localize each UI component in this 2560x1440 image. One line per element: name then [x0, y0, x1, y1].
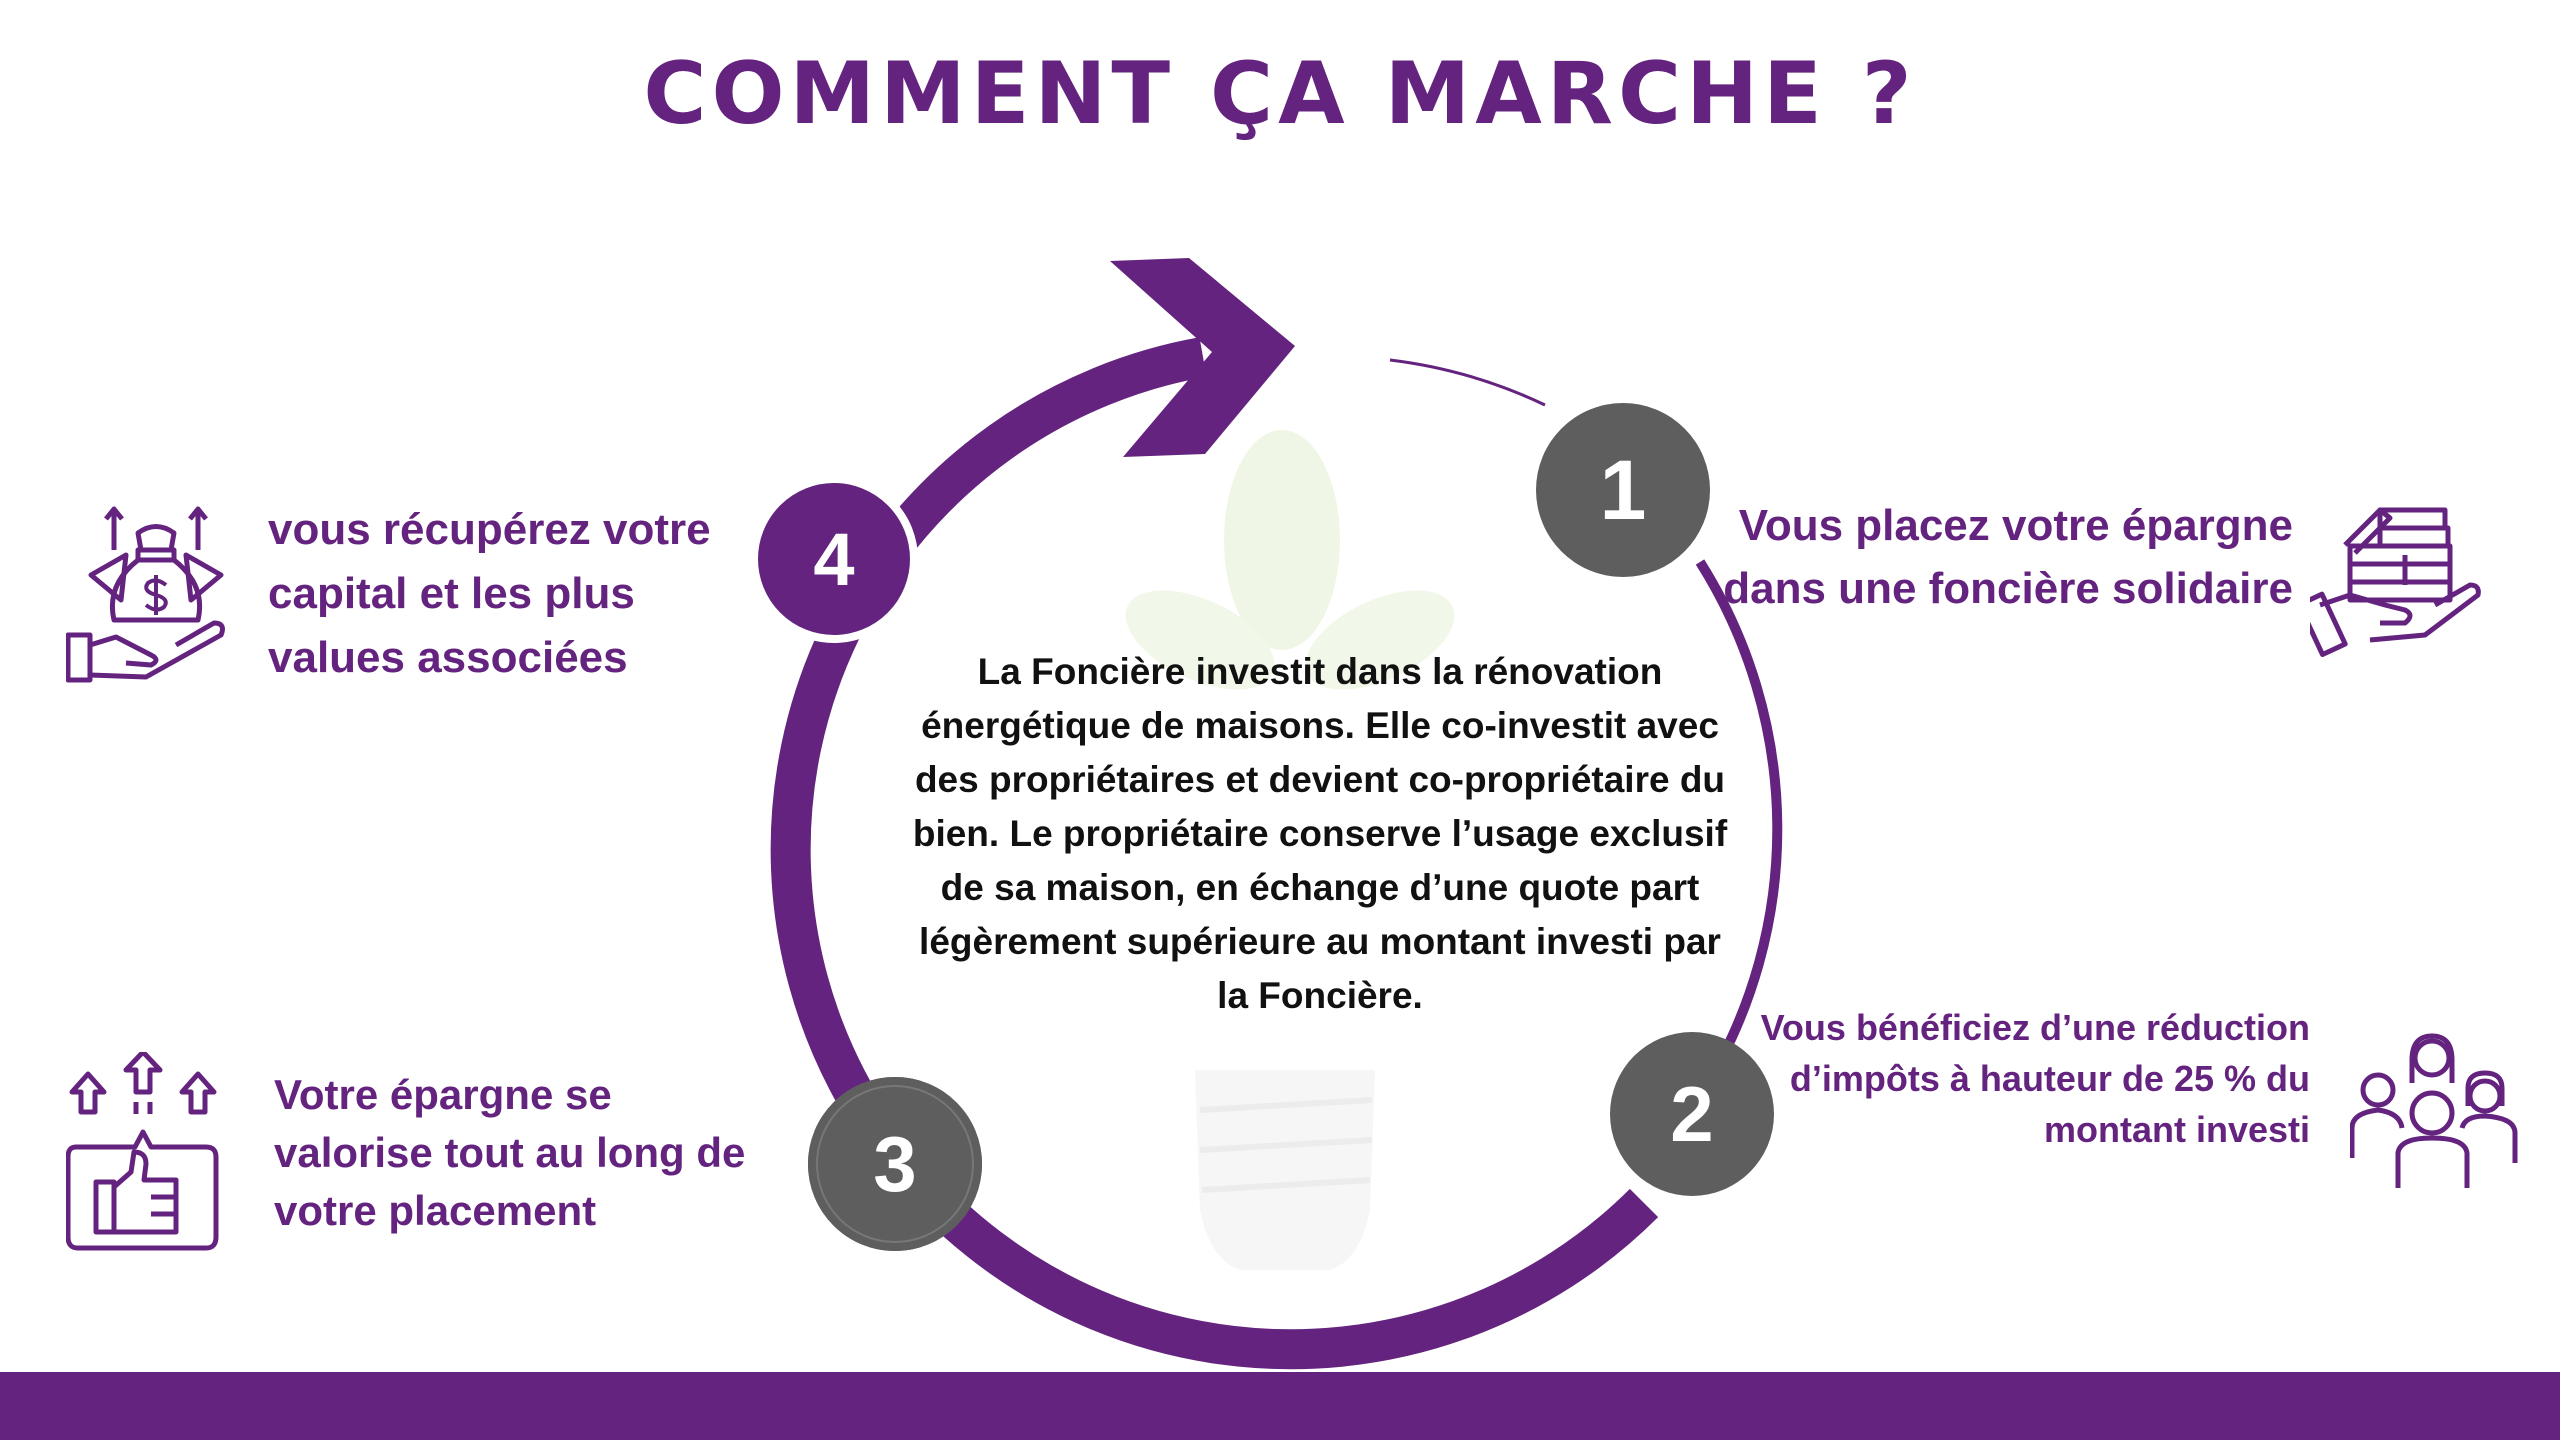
cycle-arrowhead-icon: [1110, 258, 1295, 457]
step-badge-4: 4: [750, 475, 918, 643]
footer-bar: [0, 1372, 2560, 1440]
page-title: COMMENT ÇA MARCHE ?: [643, 44, 1917, 144]
dollar-sign-icon: [144, 575, 168, 615]
center-description: La Foncière investit dans la rénovation …: [912, 651, 1728, 1016]
step-badge-3: 3: [808, 1077, 982, 1251]
cycle-arc-thin-right: [1695, 559, 1783, 1091]
hand-holding-money-stack-icon: [2310, 507, 2481, 658]
step-3-text: Votre épargne se valorise tout au long d…: [274, 1071, 746, 1234]
lightbulb-illustration: [1125, 430, 1455, 1270]
step-1-text: Vous placez votre épargne dans une fonci…: [1723, 501, 2293, 613]
cycle-arc-thick: [770, 337, 1659, 1370]
hand-money-bag-icon: [66, 506, 225, 683]
step-badge-2: 2: [1610, 1032, 1774, 1196]
step-badge-1: 1: [1536, 403, 1710, 577]
step-4-text: vous récupérez votre capital et les plus…: [268, 505, 711, 682]
thumbs-up-growth-icon: [66, 1052, 219, 1251]
cycle-arc-thin-top: [1389, 358, 1546, 407]
group-of-people-icon: [2350, 1033, 2518, 1188]
step-2-text: Vous bénéficiez d’une réduction d’impôts…: [1760, 1007, 2310, 1150]
